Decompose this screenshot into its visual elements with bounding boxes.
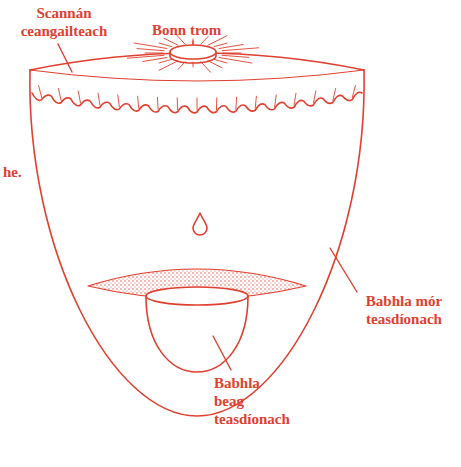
film-crease [333,89,336,101]
cut-text: he. [3,163,22,181]
leader-lines [58,41,357,370]
film-crease [255,96,256,108]
pressure-ray [214,43,227,47]
pressure-ray [208,61,222,68]
film-crease [157,97,159,109]
pressure-ray [219,45,243,49]
pressure-ray [222,48,259,51]
pressure-ray [127,55,164,58]
film-edge [32,92,362,113]
large-bowl [30,70,364,416]
pressure-ray [178,62,185,70]
film-crease [39,86,42,98]
small-bowl [146,287,248,372]
film-crease [138,96,139,108]
film-crease [177,98,178,110]
film-crease [313,91,315,103]
film-crease [98,93,100,105]
film-crease [216,98,217,110]
heavy-weight [127,34,258,73]
pressure-ray [214,59,227,63]
water-drop [193,213,207,235]
film-crease [352,86,355,98]
pressure-ray [143,58,167,62]
pressure-ray [201,62,211,73]
small-bowl-label: Babhla beag teasdíonach [214,374,290,428]
pressure-ray [137,49,164,51]
pressure-ray [193,62,194,67]
film-crease [58,89,61,101]
pressure-ray [223,53,241,54]
film-crease [275,95,277,107]
pressure-ray [159,43,172,47]
film-crease [118,95,120,107]
film-ruffle [32,86,362,113]
pressure-ray [145,53,163,54]
pressure-ray [159,59,172,63]
film-crease [197,98,198,110]
film-crease [235,97,237,109]
film-crease [78,91,80,103]
film-label: Scannán ceangailteach [8,4,120,40]
film-rim [30,70,364,81]
film-crease [294,93,296,105]
large-bowl-label: Babhla mór teasdíonach [350,292,458,328]
pressure-ray [193,39,194,44]
weight-label: Bonn trom [152,21,221,39]
pressure-ray [164,38,178,45]
pressure-ray [222,55,249,57]
